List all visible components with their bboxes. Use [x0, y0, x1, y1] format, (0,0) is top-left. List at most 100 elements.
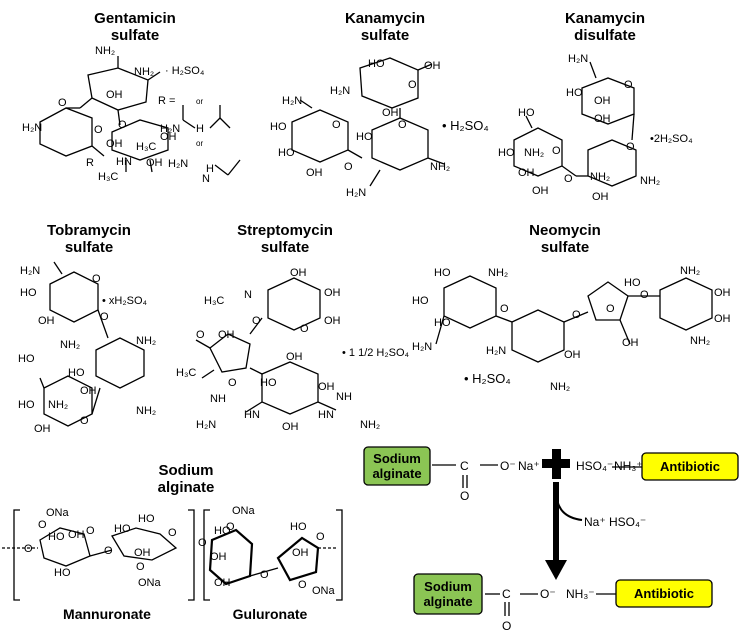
atom-label: N — [244, 289, 252, 301]
title-line: sulfate — [260, 239, 310, 256]
title-line: sulfate — [540, 239, 590, 256]
atom-label: NH₂ — [488, 267, 508, 279]
atom-label: H₂N — [568, 53, 588, 65]
atom-label: NH₂ — [60, 339, 80, 351]
sodium-alginate-label: alginate — [423, 594, 472, 609]
atom-label: NH₂ — [524, 147, 544, 159]
atom-label: OH — [306, 167, 323, 179]
sodium-alginate-title: Sodium alginate — [131, 462, 241, 496]
atom-label: NH₂ — [550, 381, 570, 393]
kanamycin-structure — [291, 57, 445, 187]
atom-label: O — [94, 124, 103, 136]
atom-label: NH₂ — [690, 335, 710, 347]
atom-label: OH — [38, 315, 55, 327]
gentamicin-structure — [39, 56, 169, 173]
streptomycin-structure — [195, 277, 337, 415]
atom-label: O — [226, 521, 235, 533]
o-minus: O⁻ — [540, 587, 556, 601]
atom-label: O — [298, 579, 307, 591]
byproduct-label: Na⁺ HSO₄⁻ — [584, 515, 646, 529]
antibiotic-box-bottom — [615, 579, 713, 608]
carbonyl-c: C — [460, 459, 469, 473]
o-minus: O⁻ — [500, 459, 516, 473]
salt-label: • H₂SO₄ — [464, 371, 511, 386]
atom-label: O — [86, 525, 95, 537]
title-line: sulfate — [360, 27, 410, 44]
atom-label: O — [408, 79, 417, 91]
atom-label: OH — [210, 551, 227, 563]
atom-label: HO — [260, 377, 277, 389]
guluronate-label: Guluronate — [232, 606, 308, 622]
atom-label: OH — [286, 351, 303, 363]
atom-label: HO — [278, 147, 295, 159]
atom-label: O — [624, 79, 633, 91]
r-group-label: H — [196, 123, 204, 135]
atom-label: O — [606, 303, 615, 315]
na-plus: Na⁺ — [518, 459, 540, 473]
atom-label: O — [24, 543, 33, 555]
reaction-labels: Sodium alginate C O O⁻ Na⁺ HSO₄⁻ NH₃⁺ An… — [372, 451, 720, 633]
atom-label: HO — [498, 147, 515, 159]
kanamycin-disulfate-structure — [513, 61, 637, 187]
atom-label: O — [228, 377, 237, 389]
title-line: Kanamycin — [344, 10, 426, 27]
atom-label: H₂N — [282, 95, 302, 107]
atom-label: H₂N — [412, 341, 432, 353]
atom-label: OH — [382, 107, 399, 119]
kanamycin-disulfate-title: Kanamycin disulfate — [550, 10, 660, 44]
title-line: Tobramycin — [47, 222, 131, 239]
antibiotic-box-top — [641, 452, 739, 481]
atom-label: O — [572, 309, 581, 321]
r-group-label: H₂N — [168, 158, 188, 170]
atom-label: O — [300, 323, 309, 335]
sodium-alginate-box-top — [363, 446, 431, 486]
reaction-arrow — [545, 482, 567, 580]
title-line: sulfate — [110, 27, 160, 44]
atom-label: NH₂ — [680, 265, 700, 277]
atom-label: O — [38, 519, 47, 531]
atom-label: O — [332, 119, 341, 131]
or-label: or — [196, 139, 203, 148]
atom-label: HO — [624, 277, 641, 289]
atom-label: HO — [20, 287, 37, 299]
r-group-label: H — [206, 163, 214, 175]
carbonyl-c: C — [502, 587, 511, 601]
atom-label: NH₂ — [430, 161, 450, 173]
atom-label: NH₂ — [134, 66, 154, 78]
atom-label: NH₂ — [136, 405, 156, 417]
atom-label: HO — [412, 295, 429, 307]
atom-label: OH — [34, 423, 51, 435]
atom-label: H₃C — [136, 141, 156, 153]
atom-label: OH — [146, 157, 163, 169]
atom-label: H₂N — [346, 187, 366, 199]
atom-label: HO — [54, 567, 71, 579]
atom-label: H₃C — [204, 295, 224, 307]
nh3-minus: NH₃⁻ — [566, 587, 595, 601]
atom-label: NH — [210, 393, 226, 405]
atom-label: O — [196, 329, 205, 341]
atom-label: OH — [594, 113, 611, 125]
gentamicin-r-groups — [182, 105, 241, 176]
atom-label: O — [500, 303, 509, 315]
atom-label: O — [260, 569, 269, 581]
antibiotic-label: Antibiotic — [634, 586, 694, 601]
atom-label: O — [344, 161, 353, 173]
atom-label: O — [252, 315, 261, 327]
atom-label: O — [640, 289, 649, 301]
antibiotic-label: Antibiotic — [660, 459, 720, 474]
atom-label: OH — [592, 191, 609, 203]
atom-label: OH — [80, 385, 97, 397]
atom-label: NH₂ — [360, 419, 380, 431]
atom-label: HO — [270, 121, 287, 133]
title-line: Kanamycin — [564, 10, 646, 27]
atom-label: HO — [138, 513, 155, 525]
atom-label: HO — [368, 58, 385, 70]
atom-label: OH — [214, 577, 231, 589]
atom-label: O — [168, 527, 177, 539]
atom-label: NH — [336, 391, 352, 403]
alginate-structure — [2, 509, 343, 601]
r-group-label: N — [202, 173, 210, 185]
mannuronate-label: Mannuronate — [63, 606, 151, 622]
atom-label: OH — [564, 349, 581, 361]
